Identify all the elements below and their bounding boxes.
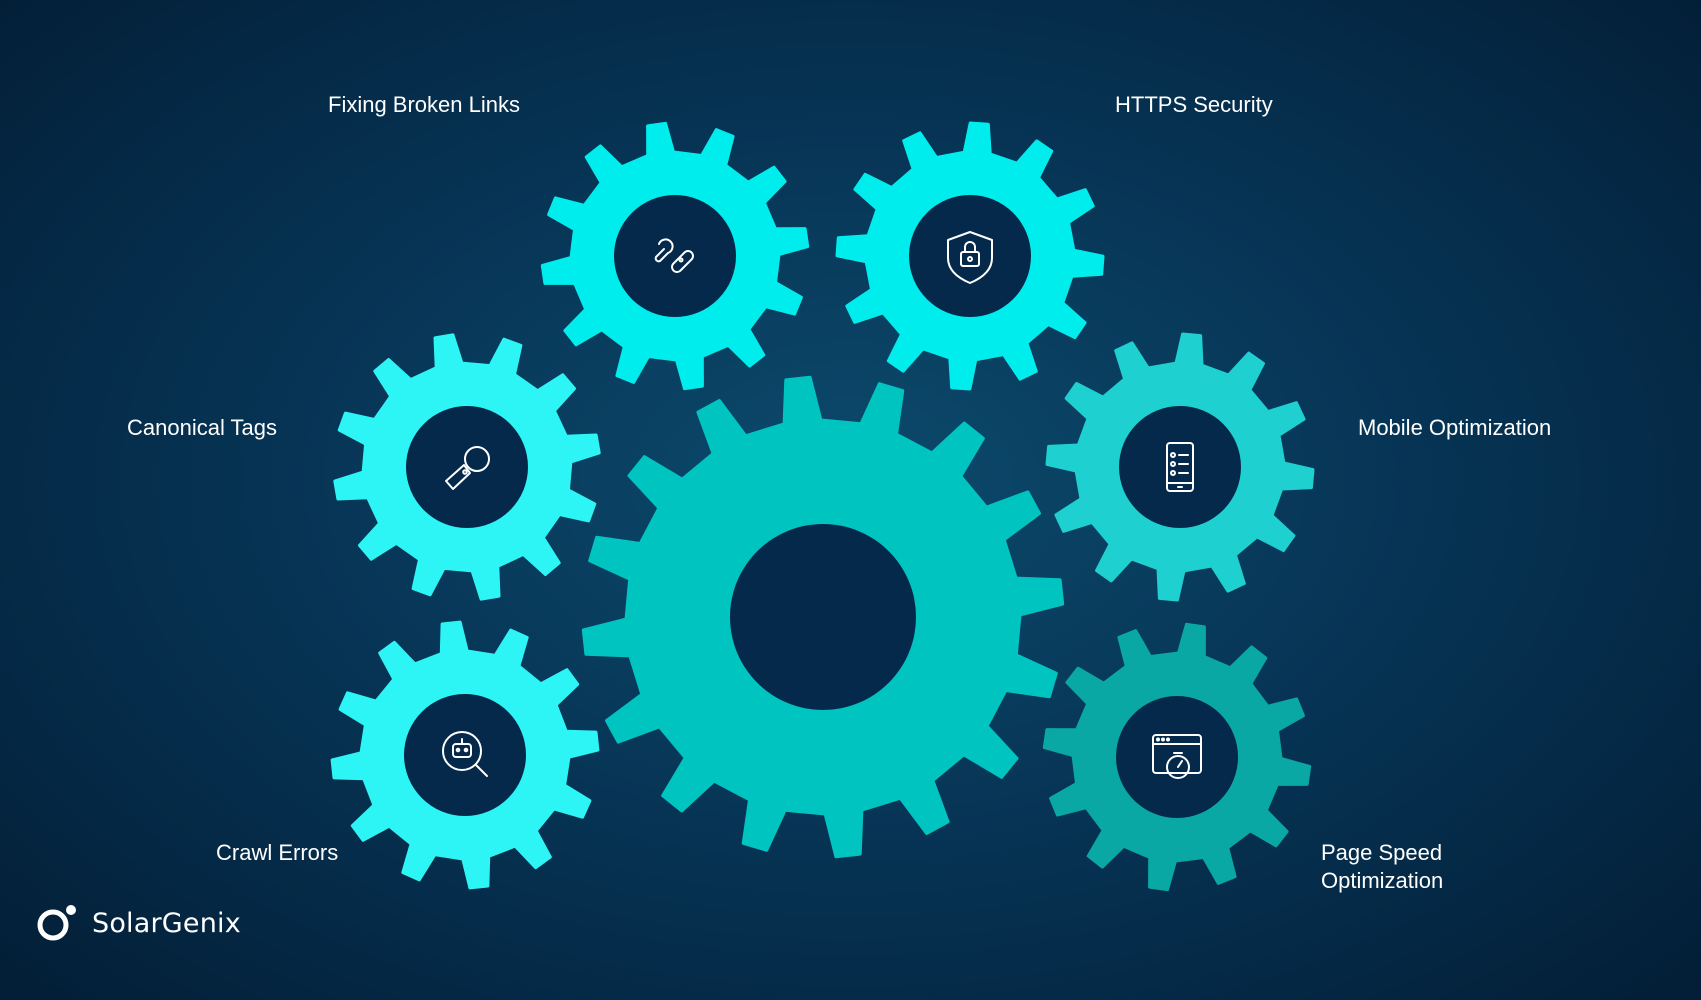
label-canonical-tags: Canonical Tags — [127, 415, 278, 440]
solargenix-logo-icon — [37, 905, 76, 941]
robot-search-icon — [442, 731, 488, 777]
mobile-list-icon — [1166, 442, 1194, 492]
gear-page-speed — [1042, 622, 1312, 892]
brand-logo: SolarGenix — [36, 903, 241, 943]
browser-stopwatch-icon — [1152, 734, 1202, 779]
label-https-security: HTTPS Security — [1115, 92, 1273, 117]
gear-mobile-optimization — [1045, 332, 1315, 602]
gear-center — [581, 375, 1065, 859]
gear-https-security — [835, 121, 1105, 391]
label-fixing-broken-links: Fixing Broken Links — [328, 92, 520, 117]
wrench-link-icon — [654, 238, 694, 273]
shield-lock-icon — [947, 231, 993, 284]
label-page-speed-optimization: Page Speed Optimization — [1321, 839, 1443, 895]
label-crawl-errors: Crawl Errors — [216, 840, 339, 865]
gear-crawl-errors-hole — [404, 694, 526, 816]
brand-name: SolarGenix — [92, 907, 241, 939]
gear-mobile-optimization-hole — [1119, 406, 1241, 528]
gear-center-hole — [730, 524, 916, 710]
label-page-speed-line1: Page Speed — [1321, 840, 1443, 865]
gear-canonical-tags — [333, 333, 601, 601]
label-page-speed-line2: Optimization — [1321, 868, 1444, 893]
gear-fixing-broken-links-hole — [614, 195, 736, 317]
gear-crawl-errors — [330, 620, 600, 890]
gear-fixing-broken-links — [540, 121, 810, 391]
tag-icon — [445, 446, 490, 490]
label-mobile-optimization: Mobile Optimization — [1358, 415, 1552, 440]
